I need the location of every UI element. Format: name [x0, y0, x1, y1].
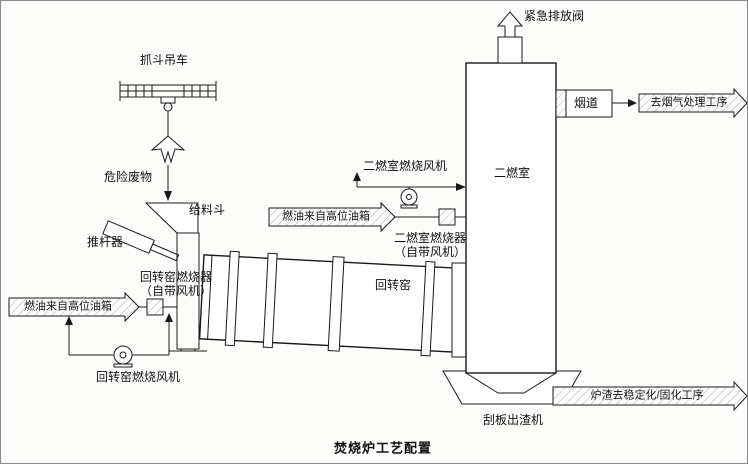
- flue-duct-icon: [555, 89, 637, 118]
- grab-crane-icon: [119, 81, 217, 137]
- label-grab-crane: 抓斗吊车: [139, 53, 189, 67]
- sec-fan-piping: [353, 172, 466, 209]
- pusher-icon: [102, 220, 180, 262]
- label-pusher: 推杆器: [86, 235, 124, 249]
- waste-drop-arrow: [164, 165, 172, 201]
- label-slag-conveyor: 刮板出渣机: [482, 413, 544, 427]
- label-rotary-kiln: 回转窑: [374, 278, 412, 292]
- label-slag-out: 炉渣去稳定化/固化工序: [590, 389, 704, 402]
- label-feed-hopper: 给料斗: [188, 203, 226, 217]
- label-to-flue-gas: 去烟气处理工序: [650, 96, 728, 109]
- kiln-fan-piping: [65, 313, 173, 368]
- feed-hopper-icon: [144, 202, 199, 234]
- label-kiln-fan: 回转窑燃烧风机: [95, 370, 181, 384]
- label-fuel-to-chamber: 燃油来自高位油箱: [282, 210, 370, 223]
- label-kiln-burner-1: 回转窑燃烧器: [139, 270, 213, 284]
- kiln-burner-piping: [139, 298, 177, 316]
- chamber-bottom-funnel: [465, 372, 557, 394]
- fuel-mid-banner: [268, 201, 396, 233]
- flue-gas-banner: [638, 87, 747, 119]
- label-sec-burner-2: （自带风机）: [393, 245, 467, 259]
- line-art: [8, 11, 747, 412]
- label-kiln-burner-2: （自带风机）: [139, 284, 213, 298]
- diagram-title: 焚烧炉工艺配置: [333, 440, 433, 456]
- grab-claw-icon: [150, 135, 186, 164]
- label-emergency-valve: 紧急排放阀: [523, 9, 585, 23]
- emergency-vent-icon: [496, 11, 524, 64]
- label-sec-fan: 二燃室燃烧风机: [362, 159, 448, 173]
- label-fuel-to-kiln: 燃油来自高位油箱: [24, 300, 112, 313]
- secondary-chamber-body: [465, 62, 557, 374]
- label-secondary-chamber: 二燃室: [493, 166, 531, 180]
- sec-burner-piping: [395, 208, 466, 226]
- label-flue: 烟道: [573, 96, 599, 110]
- label-sec-burner-1: 二燃室燃烧器: [393, 231, 467, 245]
- slag-banner: [552, 380, 747, 412]
- label-hazardous-waste: 危险废物: [103, 170, 153, 184]
- fuel-left-banner: [8, 291, 140, 323]
